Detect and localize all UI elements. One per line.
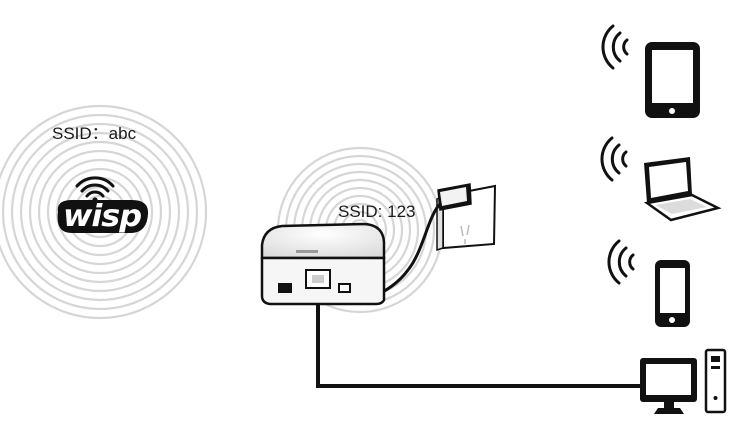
- tablet-client: [601, 24, 700, 118]
- router-device: [260, 222, 386, 306]
- ethernet-cable: [316, 288, 642, 388]
- wisp-signal-ring: [0, 104, 208, 320]
- router-power-port: [338, 283, 351, 293]
- laptop-icon: [643, 157, 722, 222]
- wisp-ssid-label: SSID：abc: [52, 124, 137, 143]
- wisp-signal-rings: [0, 104, 208, 320]
- smartphone-client: [607, 239, 690, 327]
- wisp-logo: wisp: [57, 176, 149, 234]
- desktop-computer-client: [640, 348, 727, 414]
- wisp-signal-ring: [46, 158, 154, 266]
- client-devices: [600, 24, 727, 414]
- wifi-signal-icon: [607, 239, 635, 285]
- laptop-client: [600, 136, 722, 222]
- monitor-icon: [640, 358, 697, 414]
- computer-tower-icon: [704, 348, 727, 414]
- wisp-signal-ring: [37, 149, 163, 275]
- wisp-logo-text: wisp: [63, 199, 142, 234]
- wisp-signal-ring: [10, 122, 190, 302]
- wisp-logo-badge: [57, 200, 149, 233]
- wisp-signal-ring: [28, 140, 172, 284]
- router-ssid-label: SSID: 123: [338, 202, 416, 221]
- wifi-signal-icon: [600, 136, 628, 182]
- wisp-access-point: SSID：abc wisp: [0, 104, 208, 320]
- wisp-signal-ring: [19, 131, 181, 293]
- wifi-signal-icon: [601, 24, 629, 70]
- wisp-signal-ring: [1, 113, 199, 311]
- router-mode-switch: [278, 283, 292, 293]
- router-group: SSID: 123: [260, 146, 642, 388]
- wall-socket: [436, 183, 497, 252]
